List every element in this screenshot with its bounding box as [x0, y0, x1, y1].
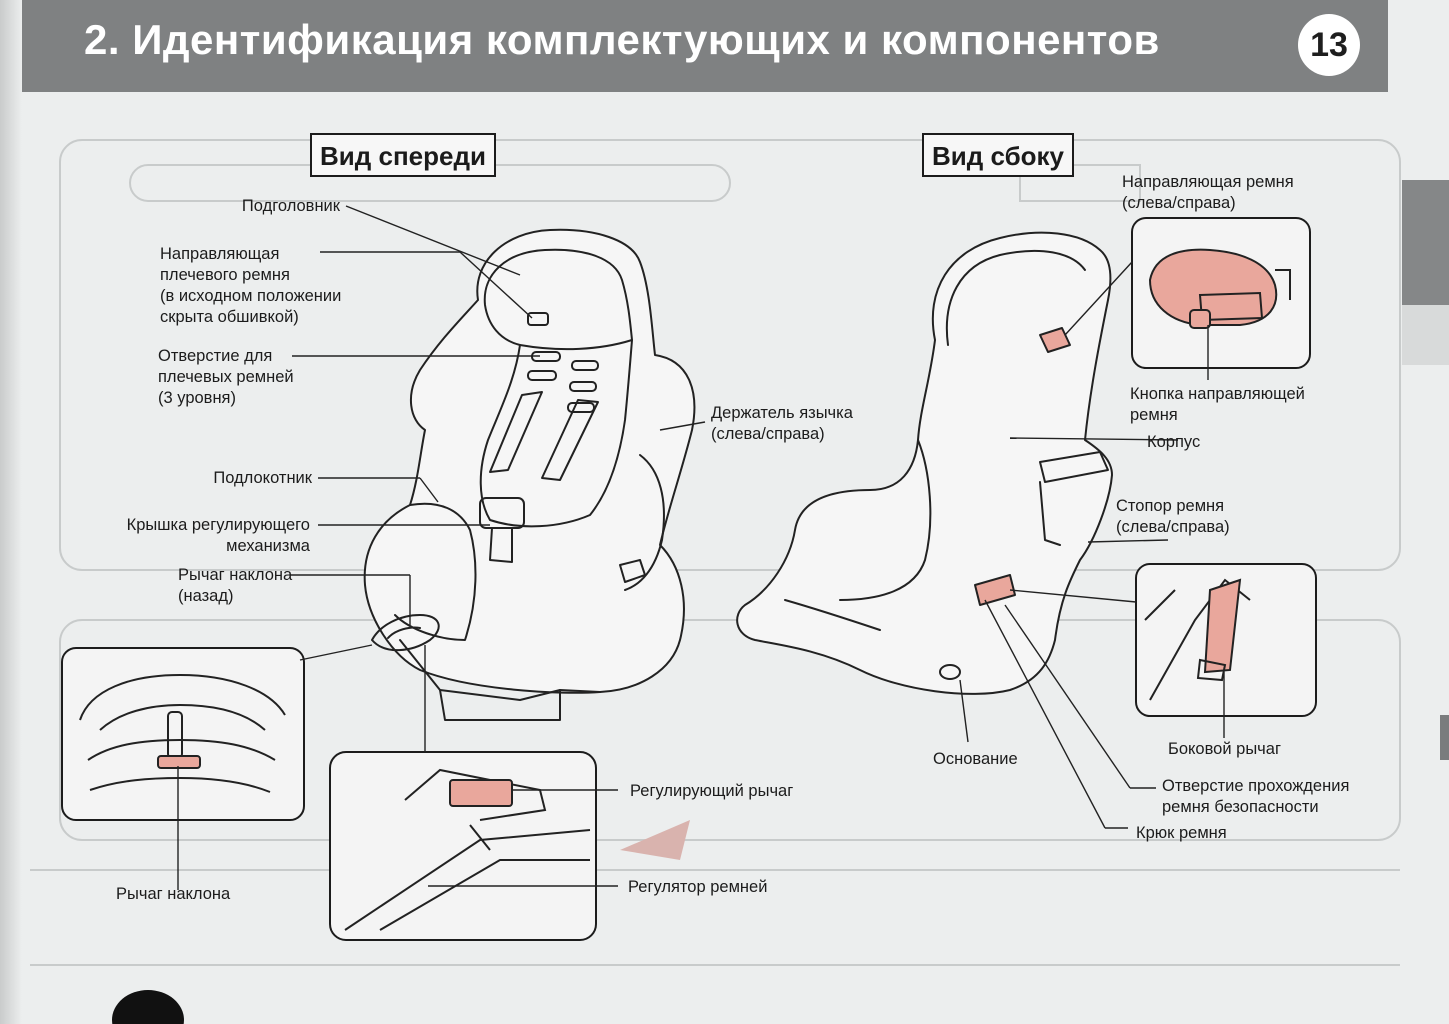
label-shoulder-guide: Направляющая плечевого ремня (в исходном… [160, 245, 342, 326]
recline-lever-detail [79, 673, 286, 793]
side-seat-drawing [736, 231, 1113, 695]
label-base: Основание [933, 750, 1018, 768]
side-tab-bottom [1440, 715, 1449, 760]
label-belt-hook: Крюк ремня [1136, 824, 1227, 842]
front-view-title: Вид спереди [310, 133, 496, 177]
label-mechanism-cover: Крышка регулирующего механизма [126, 516, 310, 555]
label-belt-stopper: Стопор ремня (слева/справа) [1116, 497, 1230, 536]
bleed-through-background [30, 139, 1401, 966]
leader-lines [177, 205, 1225, 890]
label-armrest: Подлокотник [213, 469, 312, 487]
label-shoulder-slots: Отверстие для плечевых ремней (3 уровня) [158, 347, 294, 407]
page-binding-shadow [0, 0, 22, 1024]
label-belt-adjuster: Регулятор ремней [628, 878, 768, 896]
side-view-title: Вид сбоку [922, 133, 1075, 177]
front-seat-drawing [363, 228, 696, 721]
label-belt-guide-side: Направляющая ремня (слева/справа) [1122, 173, 1294, 212]
page-number-badge: 13 [1298, 14, 1360, 76]
label-adjust-lever: Регулирующий рычаг [630, 782, 794, 800]
page-title: 2. Идентификация комплектующих и компоне… [84, 16, 1160, 63]
label-headrest: Подголовник [241, 197, 340, 215]
label-belt-path: Отверстие прохождения ремня безопасности [1162, 777, 1350, 816]
label-body: Корпус [1147, 433, 1201, 451]
header-bar [22, 0, 1388, 92]
label-recline-lever-back: Рычаг наклона (назад) [178, 566, 293, 605]
side-tab [1402, 180, 1449, 305]
label-tongue-holder: Держатель язычка (слева/справа) [711, 404, 853, 443]
side-tab-light [1402, 305, 1449, 365]
label-guide-button: Кнопка направляющей ремня [1130, 385, 1305, 424]
inset-boxes [61, 217, 1317, 941]
label-side-lever: Боковой рычаг [1168, 740, 1281, 758]
belt-guide-detail [1148, 248, 1291, 329]
label-recline-lever: Рычаг наклона [116, 885, 231, 903]
side-lever-detail [1144, 578, 1251, 701]
